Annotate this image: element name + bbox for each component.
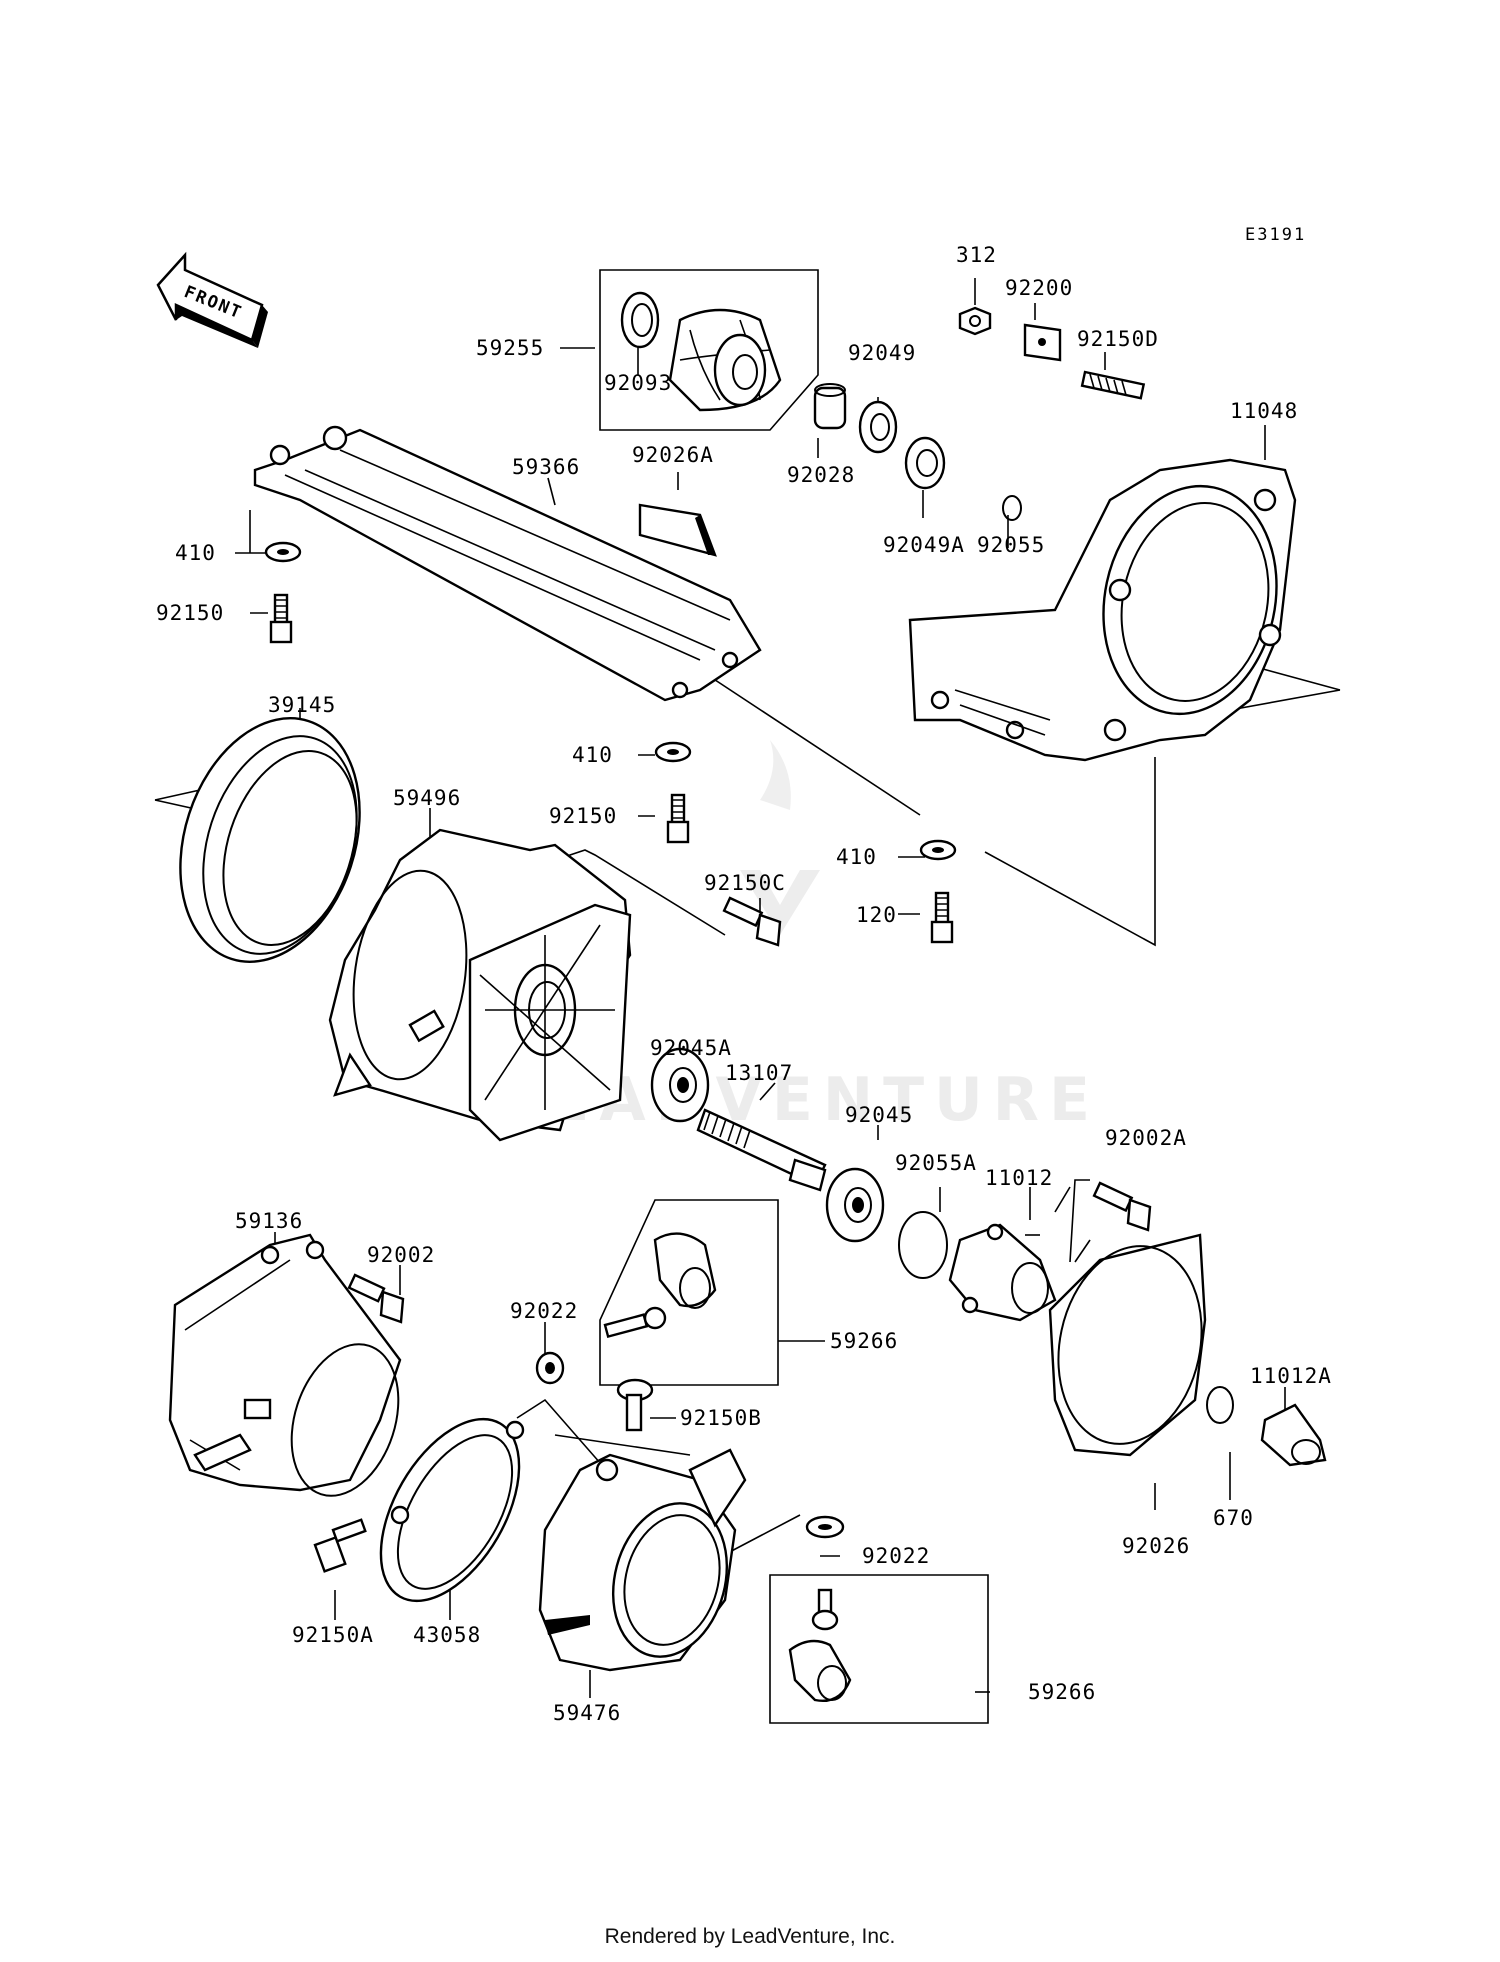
label-92026: 92026 [1122,1534,1190,1558]
gasket-92026 [1048,1233,1207,1457]
cap-11012 [948,1223,1057,1322]
washer-410-b [654,741,692,763]
label-120: 120 [856,903,897,927]
label-39145: 39145 [268,693,336,717]
label-59366: 59366 [512,455,580,479]
pump-housing-11048 [908,458,1297,762]
bolt-92150C [722,896,782,947]
label-59476: 59476 [553,1701,621,1725]
reverse-bucket-59136 [168,1233,402,1497]
label-59496: 59496 [393,786,461,810]
label-92002: 92002 [367,1243,435,1267]
washer-410-a [264,541,302,563]
bolt-92002 [347,1273,405,1324]
nut-312 [958,306,992,336]
label-11048: 11048 [1230,399,1298,423]
label-59255: 59255 [476,336,544,360]
kit-59266-b-parts [788,1588,852,1702]
bolt-92150-b [666,793,690,844]
label-92200: 92200 [1005,276,1073,300]
label-92045A: 92045A [650,1036,732,1060]
label-410-b: 410 [572,743,613,767]
label-11012A: 11012A [1250,1364,1332,1388]
bolt-92002A [1092,1181,1152,1232]
bolt-92150-a [269,593,293,644]
bearing-92045A [650,1047,710,1123]
label-410-a: 410 [175,541,216,565]
label-312: 312 [956,243,997,267]
label-92150B: 92150B [680,1406,762,1430]
label-13107: 13107 [725,1061,793,1085]
label-92150A: 92150A [292,1623,374,1647]
label-59266-b: 59266 [1028,1680,1096,1704]
label-92026A: 92026A [632,443,714,467]
label-92150C: 92150C [704,871,786,895]
pump-case-59496 [328,828,632,1142]
washer-410-c [919,839,957,861]
bearing-92045 [825,1167,885,1243]
impeller-59255 [668,308,782,412]
label-410-c: 410 [836,845,877,869]
label-92093: 92093 [604,371,672,395]
nozzle-59476 [538,1448,747,1672]
label-92045: 92045 [845,1103,913,1127]
label-92150D: 92150D [1077,327,1159,351]
plug-11012A [1260,1403,1327,1467]
ring-39145 [179,717,361,963]
o-ring-670 [1206,1386,1234,1424]
label-670: 670 [1213,1506,1254,1530]
label-92055A: 92055A [895,1151,977,1175]
ring-92093 [620,291,660,349]
label-43058: 43058 [413,1623,481,1647]
label-59136: 59136 [235,1209,303,1233]
label-92002A: 92002A [1105,1126,1187,1150]
washer-92022-a [535,1351,565,1385]
kit-59266-a-parts [603,1232,717,1339]
bolt-92150B [616,1378,654,1432]
label-92022-a: 92022 [510,1299,578,1323]
label-59266-a: 59266 [830,1329,898,1353]
leader-lines [154,269,1341,1724]
label-11012: 11012 [985,1166,1053,1190]
washer-92022-b [805,1515,845,1539]
label-92028: 92028 [787,463,855,487]
label-92150-b: 92150 [549,804,617,828]
label-92049A: 92049A [883,533,965,557]
ring-43058 [379,1417,525,1603]
front-arrow-icon: FRONT [156,251,268,348]
seal-92049A [904,436,946,490]
shaft-13107 [696,1108,827,1192]
label-92150-a: 92150 [156,601,224,625]
bolt-92150A [313,1518,367,1573]
footer-credit: Rendered by LeadVenture, Inc. [604,1925,896,1948]
bolt-120 [930,891,954,944]
part-labels: 312 92200 92150D 11048 59255 92093 92049… [156,243,1332,1725]
seal-92049 [858,400,898,454]
wedge-92026A [638,503,717,557]
o-ring-92055 [1002,495,1022,521]
o-ring-92055A [898,1211,948,1279]
sleeve-92028 [813,383,847,430]
plate-59366 [253,425,762,702]
diagram-code: E3191 [1245,225,1306,245]
label-92055: 92055 [977,533,1045,557]
plate-92200 [1023,323,1062,362]
label-92022-b: 92022 [862,1544,930,1568]
stud-92150D [1080,370,1146,400]
label-92049: 92049 [848,341,916,365]
